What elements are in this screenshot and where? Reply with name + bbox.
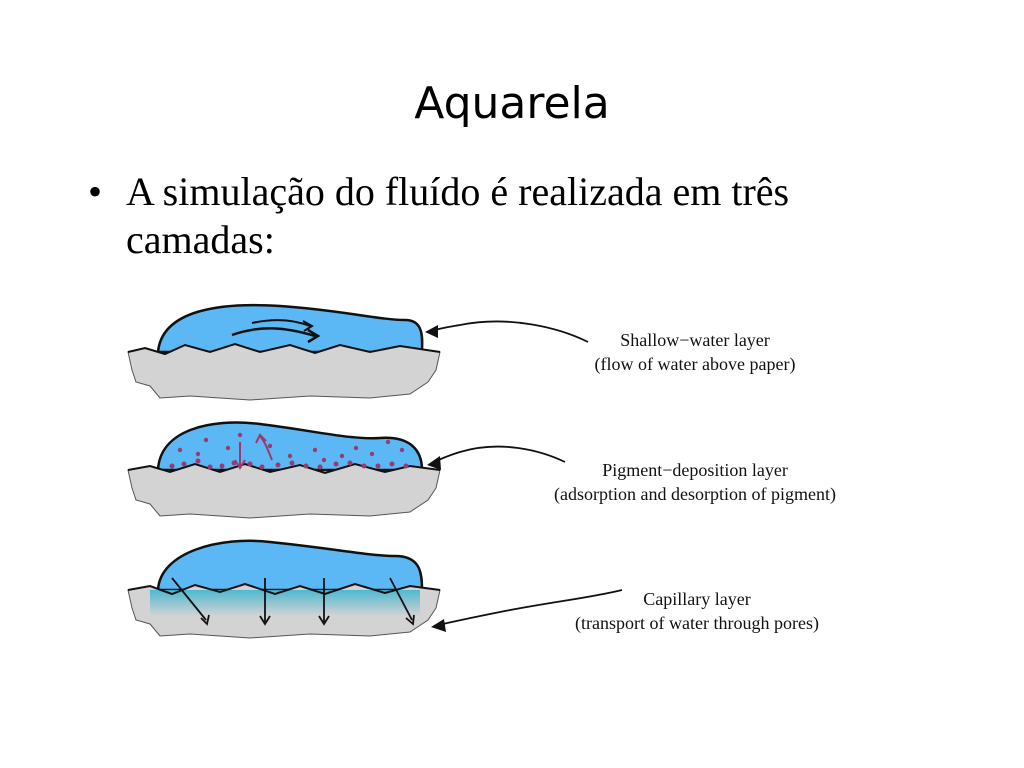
capillary-label: Capillary layer	[643, 589, 750, 609]
slide-title: Aquarela	[414, 78, 610, 129]
shallow-water-sublabel: (flow of water above paper)	[595, 354, 796, 375]
capillary-flow-arrows-icon	[171, 577, 415, 626]
watercolor-layers-diagram: Shallow−water layer (flow of water above…	[127, 303, 836, 639]
water-blob	[156, 421, 424, 472]
flow-arrow-icon	[231, 327, 316, 338]
water-blob	[156, 539, 424, 592]
pointer-arrow-1	[427, 320, 589, 343]
paper-strip	[127, 463, 441, 519]
pigment-deposition-sublabel: (adsorption and desorption of pigment)	[554, 484, 836, 505]
capillary-spread	[150, 590, 420, 616]
bullet-text: A simulação do fluído é realizada em trê…	[126, 169, 790, 262]
shallow-water-label: Shallow−water layer	[620, 330, 770, 350]
shallow-water-layer-figure	[127, 303, 589, 401]
water-blob	[156, 303, 424, 354]
pointer-arrow-3	[433, 589, 623, 627]
pigment-deposition-layer-figure	[127, 421, 566, 519]
pigment-deposition-label: Pigment−deposition layer	[602, 460, 788, 480]
bullet-symbol: •	[88, 169, 103, 214]
capillary-layer-figure	[127, 539, 623, 639]
capillary-sublabel: (transport of water through pores)	[575, 613, 819, 634]
paper-strip	[127, 343, 441, 401]
pointer-arrow-2	[429, 445, 566, 465]
